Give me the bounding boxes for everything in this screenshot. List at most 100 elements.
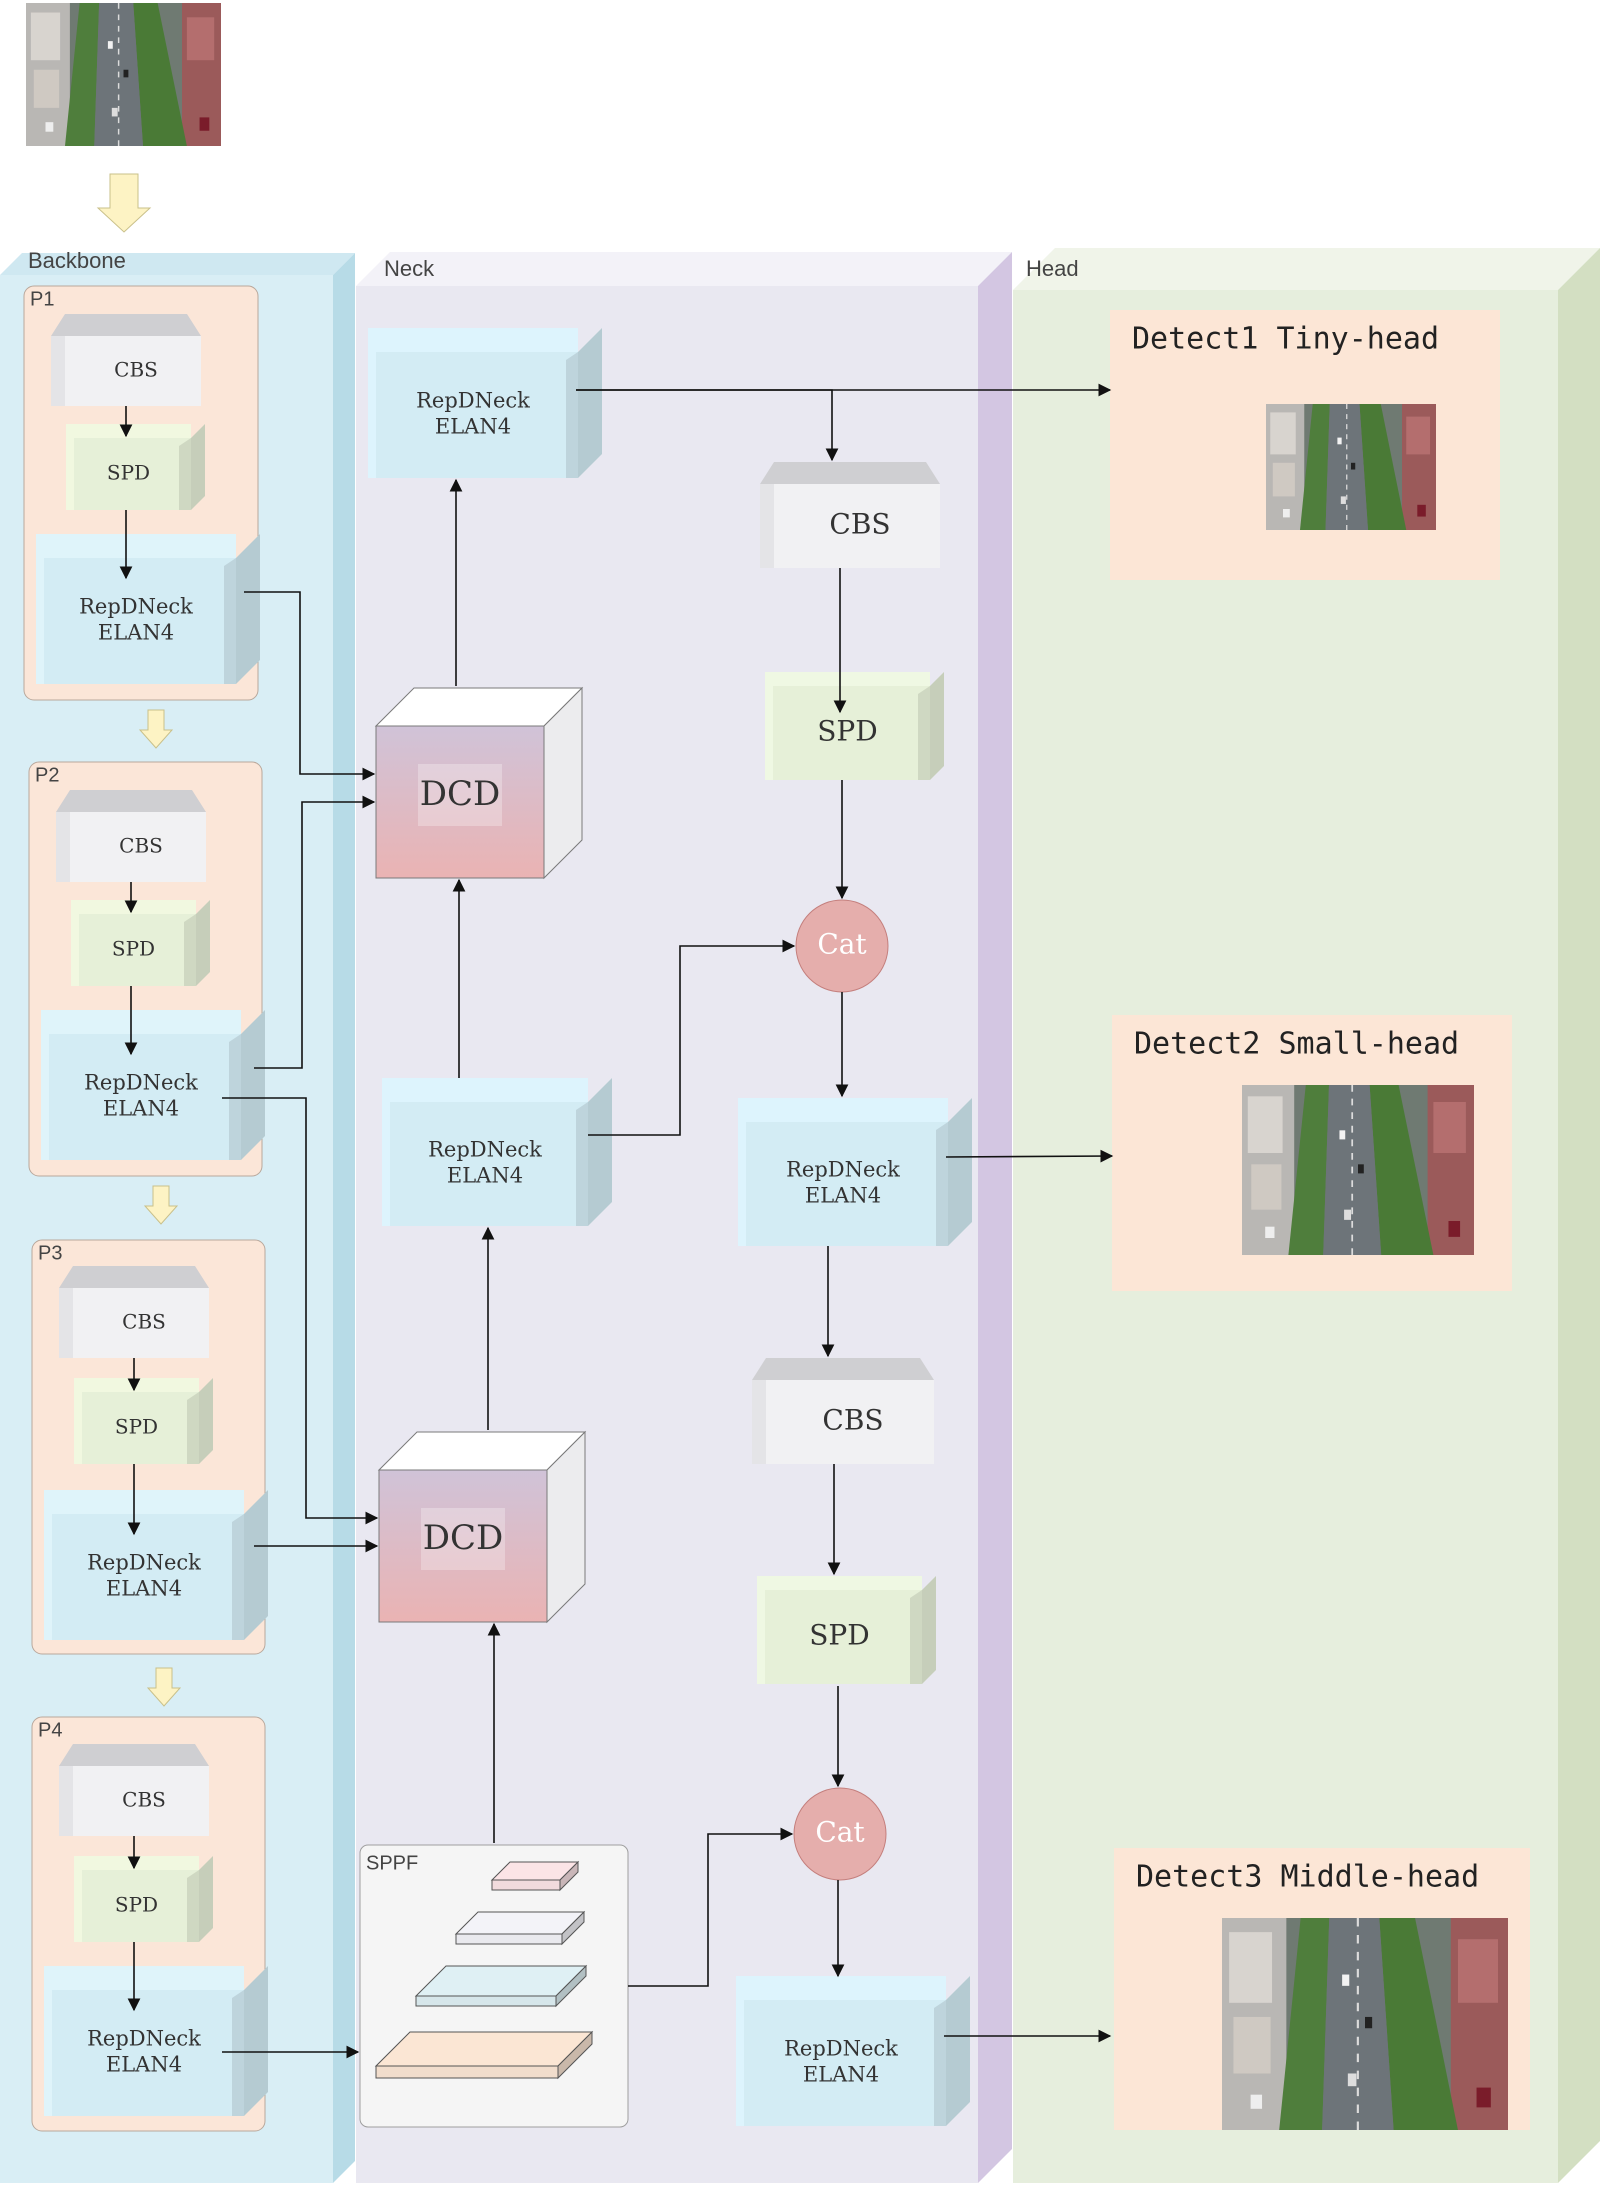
neck-panel-top	[356, 252, 1012, 286]
neck-cat-2-label: Cat	[815, 1816, 865, 1849]
wire-p1-to-dcd-upper	[244, 591, 376, 781]
neck-dcd-upper-side	[543, 686, 583, 880]
stage-p2-cbs-label: CBS	[119, 834, 163, 858]
sppf-slab-1-face	[491, 1879, 561, 1891]
stage-p3-elan-ridge	[232, 1514, 244, 1640]
stage-p4-elan-side	[244, 1966, 268, 2116]
stage-p3-spd-label: SPD	[115, 1415, 158, 1439]
stage-p4-label: P4	[38, 1719, 62, 1741]
neck-cbs-1-top	[760, 462, 940, 484]
wire-p2-to-dcd-upper	[254, 795, 376, 1069]
neck-cbs-1-edge	[760, 484, 774, 568]
stage-p2-elan-side	[241, 1010, 265, 1160]
stage-p4-spd-face	[82, 1870, 199, 1942]
stage-p3-elan-label-1: RepDNeck	[87, 1550, 201, 1574]
stage-p1-elan-ridge	[224, 558, 236, 684]
neck-elan-top	[368, 328, 602, 478]
sppf-slab-4-top	[374, 2031, 594, 2067]
stage-p4-spd-side	[199, 1856, 213, 1942]
stage-p1-down-arrow-icon	[138, 709, 174, 749]
head-panel-side	[1558, 248, 1600, 2183]
neck-dcd-upper	[374, 686, 584, 880]
neck-elan-top-face	[376, 352, 578, 478]
stage-p3-spd-face	[82, 1392, 199, 1464]
neck-elan-top-label-2: ELAN4	[435, 415, 511, 439]
neck-spd-2-face	[765, 1590, 922, 1684]
stage-p1-elan	[36, 534, 260, 684]
stage-p3-spd-side	[199, 1378, 213, 1464]
neck-spd-1-ridge	[918, 686, 930, 780]
stage-p4-spd	[74, 1856, 213, 1942]
neck-elan-top-label-1: RepDNeck	[416, 388, 530, 412]
neck-spd-2-side	[922, 1576, 936, 1684]
detect-head-1-label: Detect1 Tiny-head	[1132, 322, 1439, 357]
neck-cbs-2-label: CBS	[822, 1404, 883, 1437]
stage-p1-spd-label: SPD	[107, 461, 150, 485]
sppf-slab-3-side	[555, 1964, 587, 2008]
neck-elan-mid-side	[588, 1078, 612, 1226]
stage-p2-elan	[41, 1010, 265, 1160]
stage-p4-cbs-face	[59, 1766, 209, 1836]
neck-elan-mid-label-1: RepDNeck	[428, 1137, 542, 1161]
neck-label: Neck	[384, 256, 435, 281]
neck-cat-2	[793, 1787, 887, 1881]
stage-p2-cbs-face	[56, 812, 206, 882]
stage-p3-down-arrow-icon	[146, 1667, 182, 1707]
head-panel-top	[1013, 248, 1600, 290]
stage-p1-spd-ridge	[179, 438, 191, 510]
neck-spd-2-ridge	[910, 1590, 922, 1684]
stage-p1-elan-face	[44, 558, 236, 684]
stage-p2-spd-face	[79, 914, 196, 986]
stage-p2-down-arrow-icon	[143, 1185, 179, 1225]
neck-elan-mid-label-2: ELAN4	[447, 1164, 523, 1188]
neck-dcd-upper-highlight	[418, 764, 502, 826]
stage-p2-spd-side	[196, 900, 210, 986]
detect-head-3-label: Detect3 Middle-head	[1136, 1860, 1479, 1895]
neck-dcd-lower-label: DCD	[423, 1518, 504, 1558]
stage-p3-spd	[74, 1378, 213, 1464]
backbone-label: Backbone	[28, 248, 126, 273]
sppf-slab-4-side	[557, 2030, 593, 2080]
stage-p4-spd-ridge	[187, 1870, 199, 1942]
sppf-slab-4-face	[375, 2065, 559, 2079]
stage-p1-cbs	[51, 314, 201, 406]
stage-p4-elan	[44, 1966, 268, 2116]
stage-p2-cbs-edge	[56, 812, 70, 882]
stage-p4-elan-ridge	[232, 1990, 244, 2116]
stage-p4-elan-face	[52, 1990, 244, 2116]
stage-p3-elan	[44, 1490, 268, 1640]
stage-p1-elan-side	[236, 534, 260, 684]
stage-p2-elan-face	[49, 1034, 241, 1160]
detect-head-2-label: Detect2 Small-head	[1134, 1027, 1459, 1062]
stage-p4-cbs-label: CBS	[122, 1788, 166, 1812]
sppf-slab-1-side	[559, 1860, 579, 1892]
stage-p1-cbs-label: CBS	[114, 358, 158, 382]
stage-p2-spd-label: SPD	[112, 937, 155, 961]
stage-p1-label: P1	[30, 288, 54, 310]
wire-elan-top-to-cbs1	[576, 389, 839, 462]
neck-cbs-2-edge	[752, 1380, 766, 1464]
wire-elan-mid-to-cat1	[588, 939, 796, 1136]
stage-p2-cbs-top	[56, 790, 206, 812]
stage-p1-spd-side	[191, 424, 205, 510]
stage-p1-spd	[66, 424, 205, 510]
stage-p1-cbs-edge	[51, 336, 65, 406]
neck-dcd-lower	[377, 1430, 587, 1624]
stage-p4-cbs	[59, 1744, 209, 1836]
neck-dcd-upper-label: DCD	[420, 774, 501, 814]
neck-spd-1-face	[773, 686, 930, 780]
stage-p2-elan-ridge	[229, 1034, 241, 1160]
stage-p3-cbs-label: CBS	[122, 1310, 166, 1334]
neck-elan-right-1-side	[948, 1098, 972, 1246]
stage-p1-spd-face	[74, 438, 191, 510]
stage-p3-cbs-top	[59, 1266, 209, 1288]
neck-elan-right-2-ridge	[934, 2000, 946, 2126]
backbone-panel-side	[333, 253, 355, 2183]
neck-cbs-2	[752, 1358, 934, 1464]
neck-elan-right-2-label-1: RepDNeck	[784, 2036, 898, 2060]
stage-p2-spd-ridge	[184, 914, 196, 986]
neck-spd-2	[757, 1576, 936, 1684]
sppf-slab-2-side	[561, 1910, 585, 1946]
neck-panel-side	[978, 252, 1012, 2183]
neck-spd-1-label: SPD	[817, 715, 877, 748]
